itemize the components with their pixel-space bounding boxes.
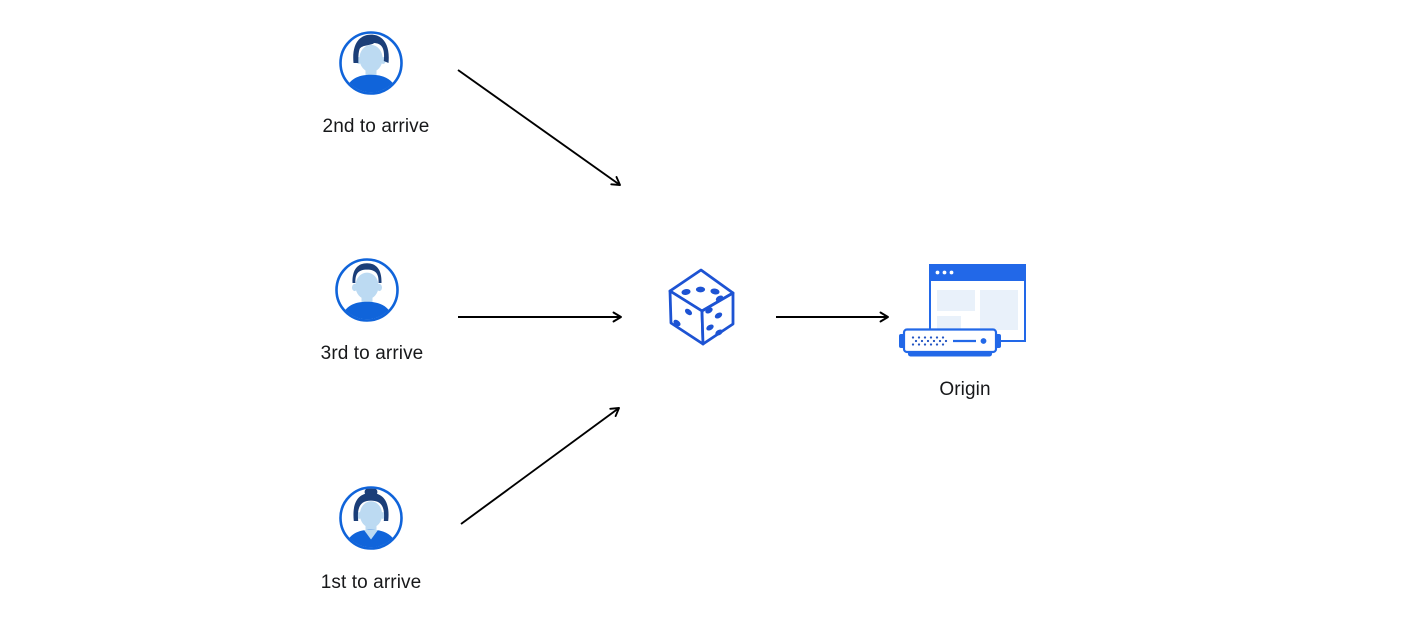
user-avatar-icon-short-hair [335,258,399,322]
client-label-3rd: 3rd to arrive [320,343,424,364]
origin-label: Origin [939,379,991,400]
balancer-node [668,268,738,346]
origin-node [895,264,1030,364]
client-node-1st [338,485,404,551]
client-node-3rd [334,257,400,323]
client-label-2nd: 2nd to arrive [322,116,430,137]
user-avatar-icon-hair-bun [339,486,403,550]
arrow-client1-to-dice [460,407,620,525]
client-node-2nd [338,30,404,96]
origin-server-icon [899,264,1026,357]
dice-icon [668,268,735,346]
user-avatar-icon-wavy-hair [339,31,403,95]
client-label-1st: 1st to arrive [320,572,422,593]
arrow-client2-to-dice [457,69,621,186]
